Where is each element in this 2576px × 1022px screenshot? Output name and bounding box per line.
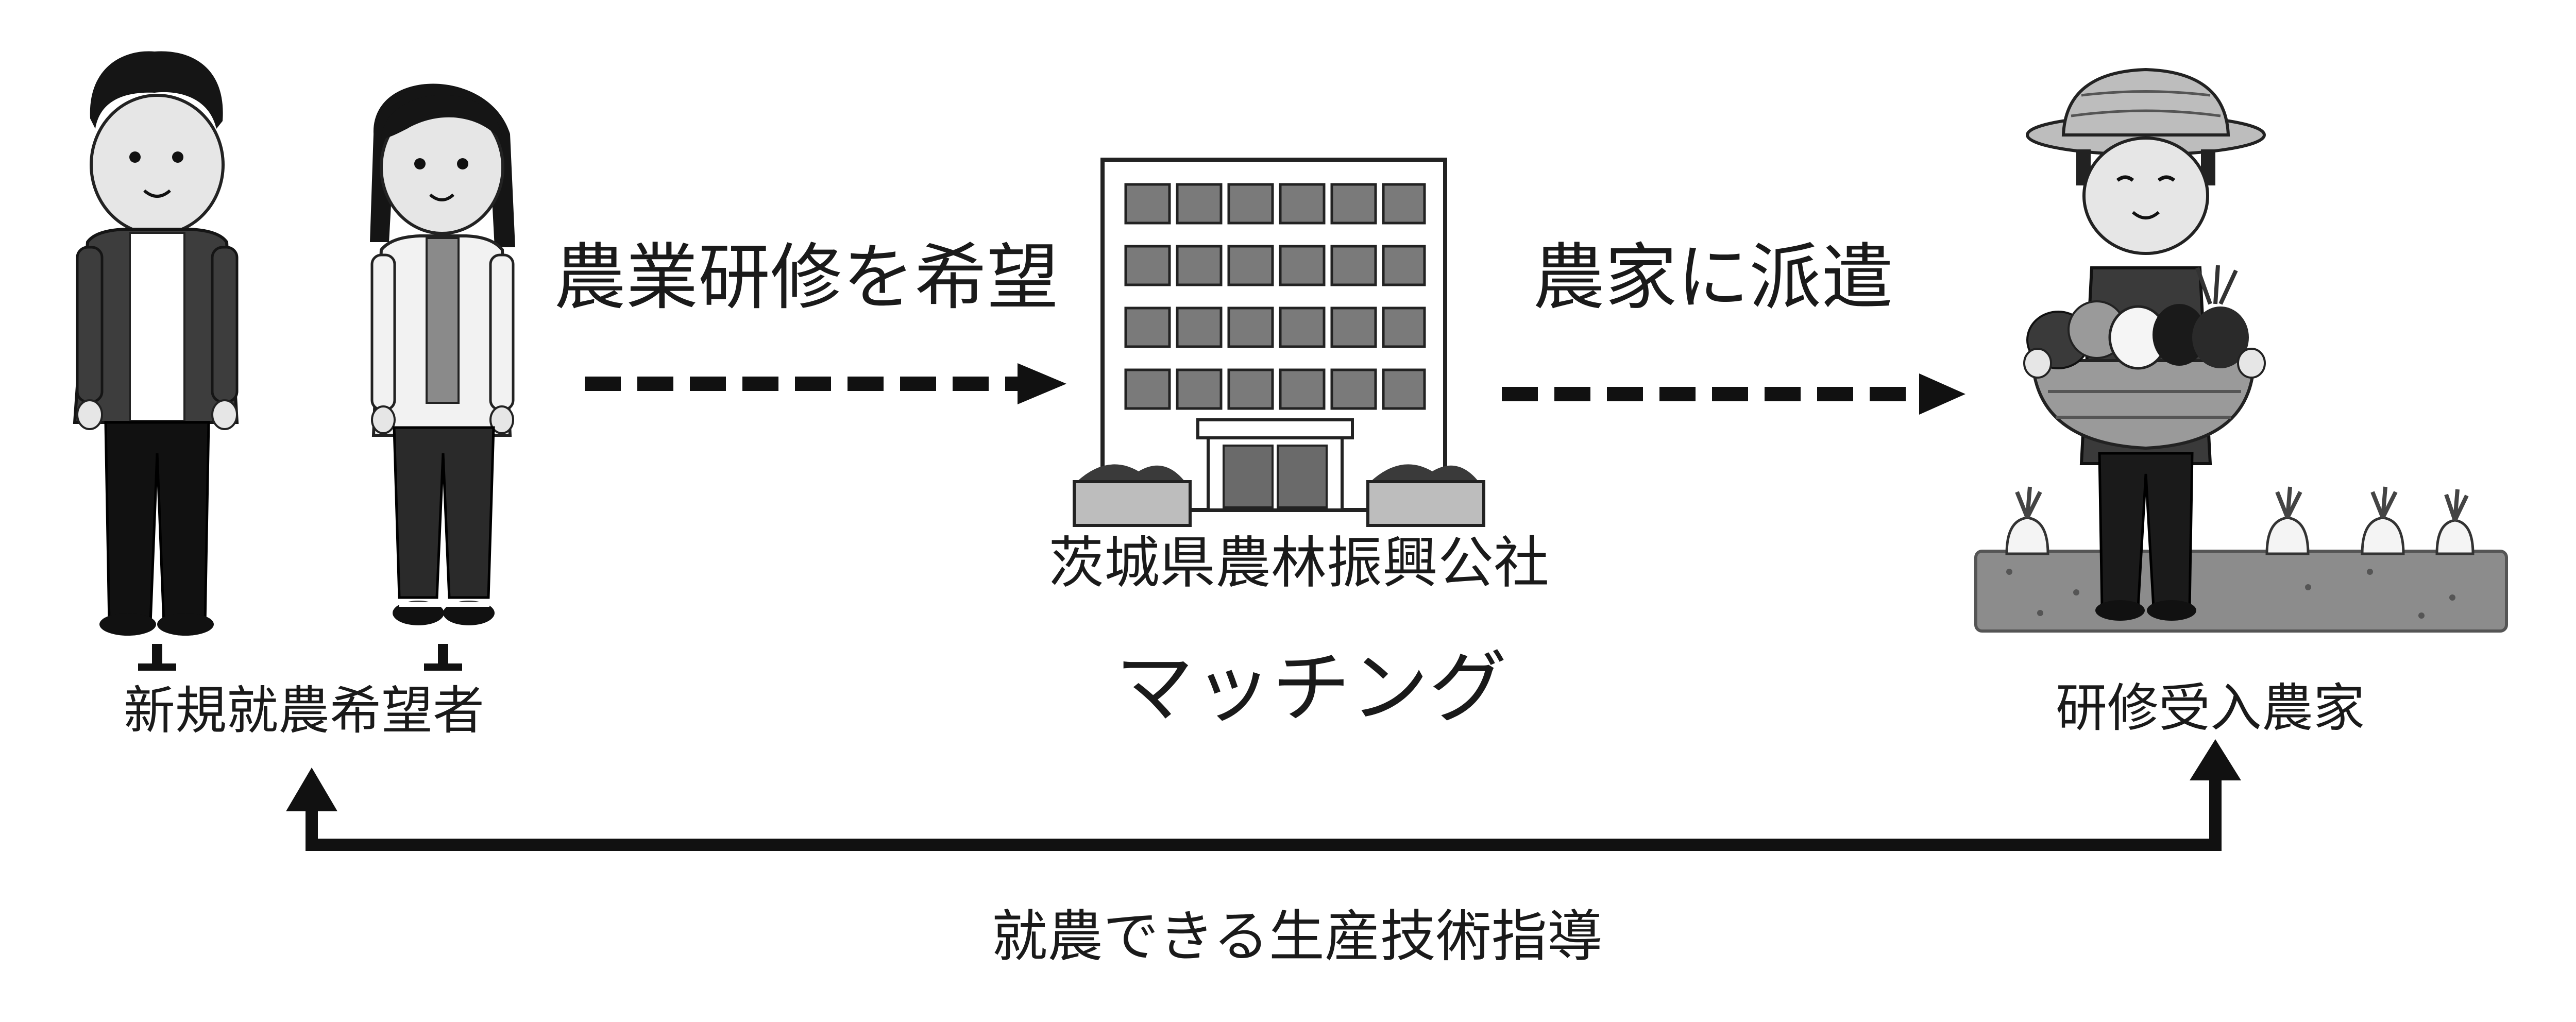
feedback-arrow <box>286 739 2241 851</box>
farmer-with-vegetables-icon <box>1974 67 2508 633</box>
organization-label: 茨城県農林振興公社 <box>1048 531 1550 595</box>
office-building-icon <box>1073 158 1485 527</box>
host-farmers-label: 研修受入農家 <box>2056 678 2365 738</box>
request-arrow <box>585 363 1066 404</box>
applicants-label: 新規就農希望者 <box>124 680 484 741</box>
dispatch-label: 農家に派遣 <box>1533 236 1894 320</box>
request-label: 農業研修を希望 <box>554 236 1059 320</box>
matching-label: マッチング <box>1115 642 1507 734</box>
dispatch-arrow <box>1502 373 1965 415</box>
person-man-icon <box>73 51 239 671</box>
guidance-label: 就農できる生産技術指導 <box>992 905 1603 969</box>
person-woman-icon <box>370 83 515 671</box>
